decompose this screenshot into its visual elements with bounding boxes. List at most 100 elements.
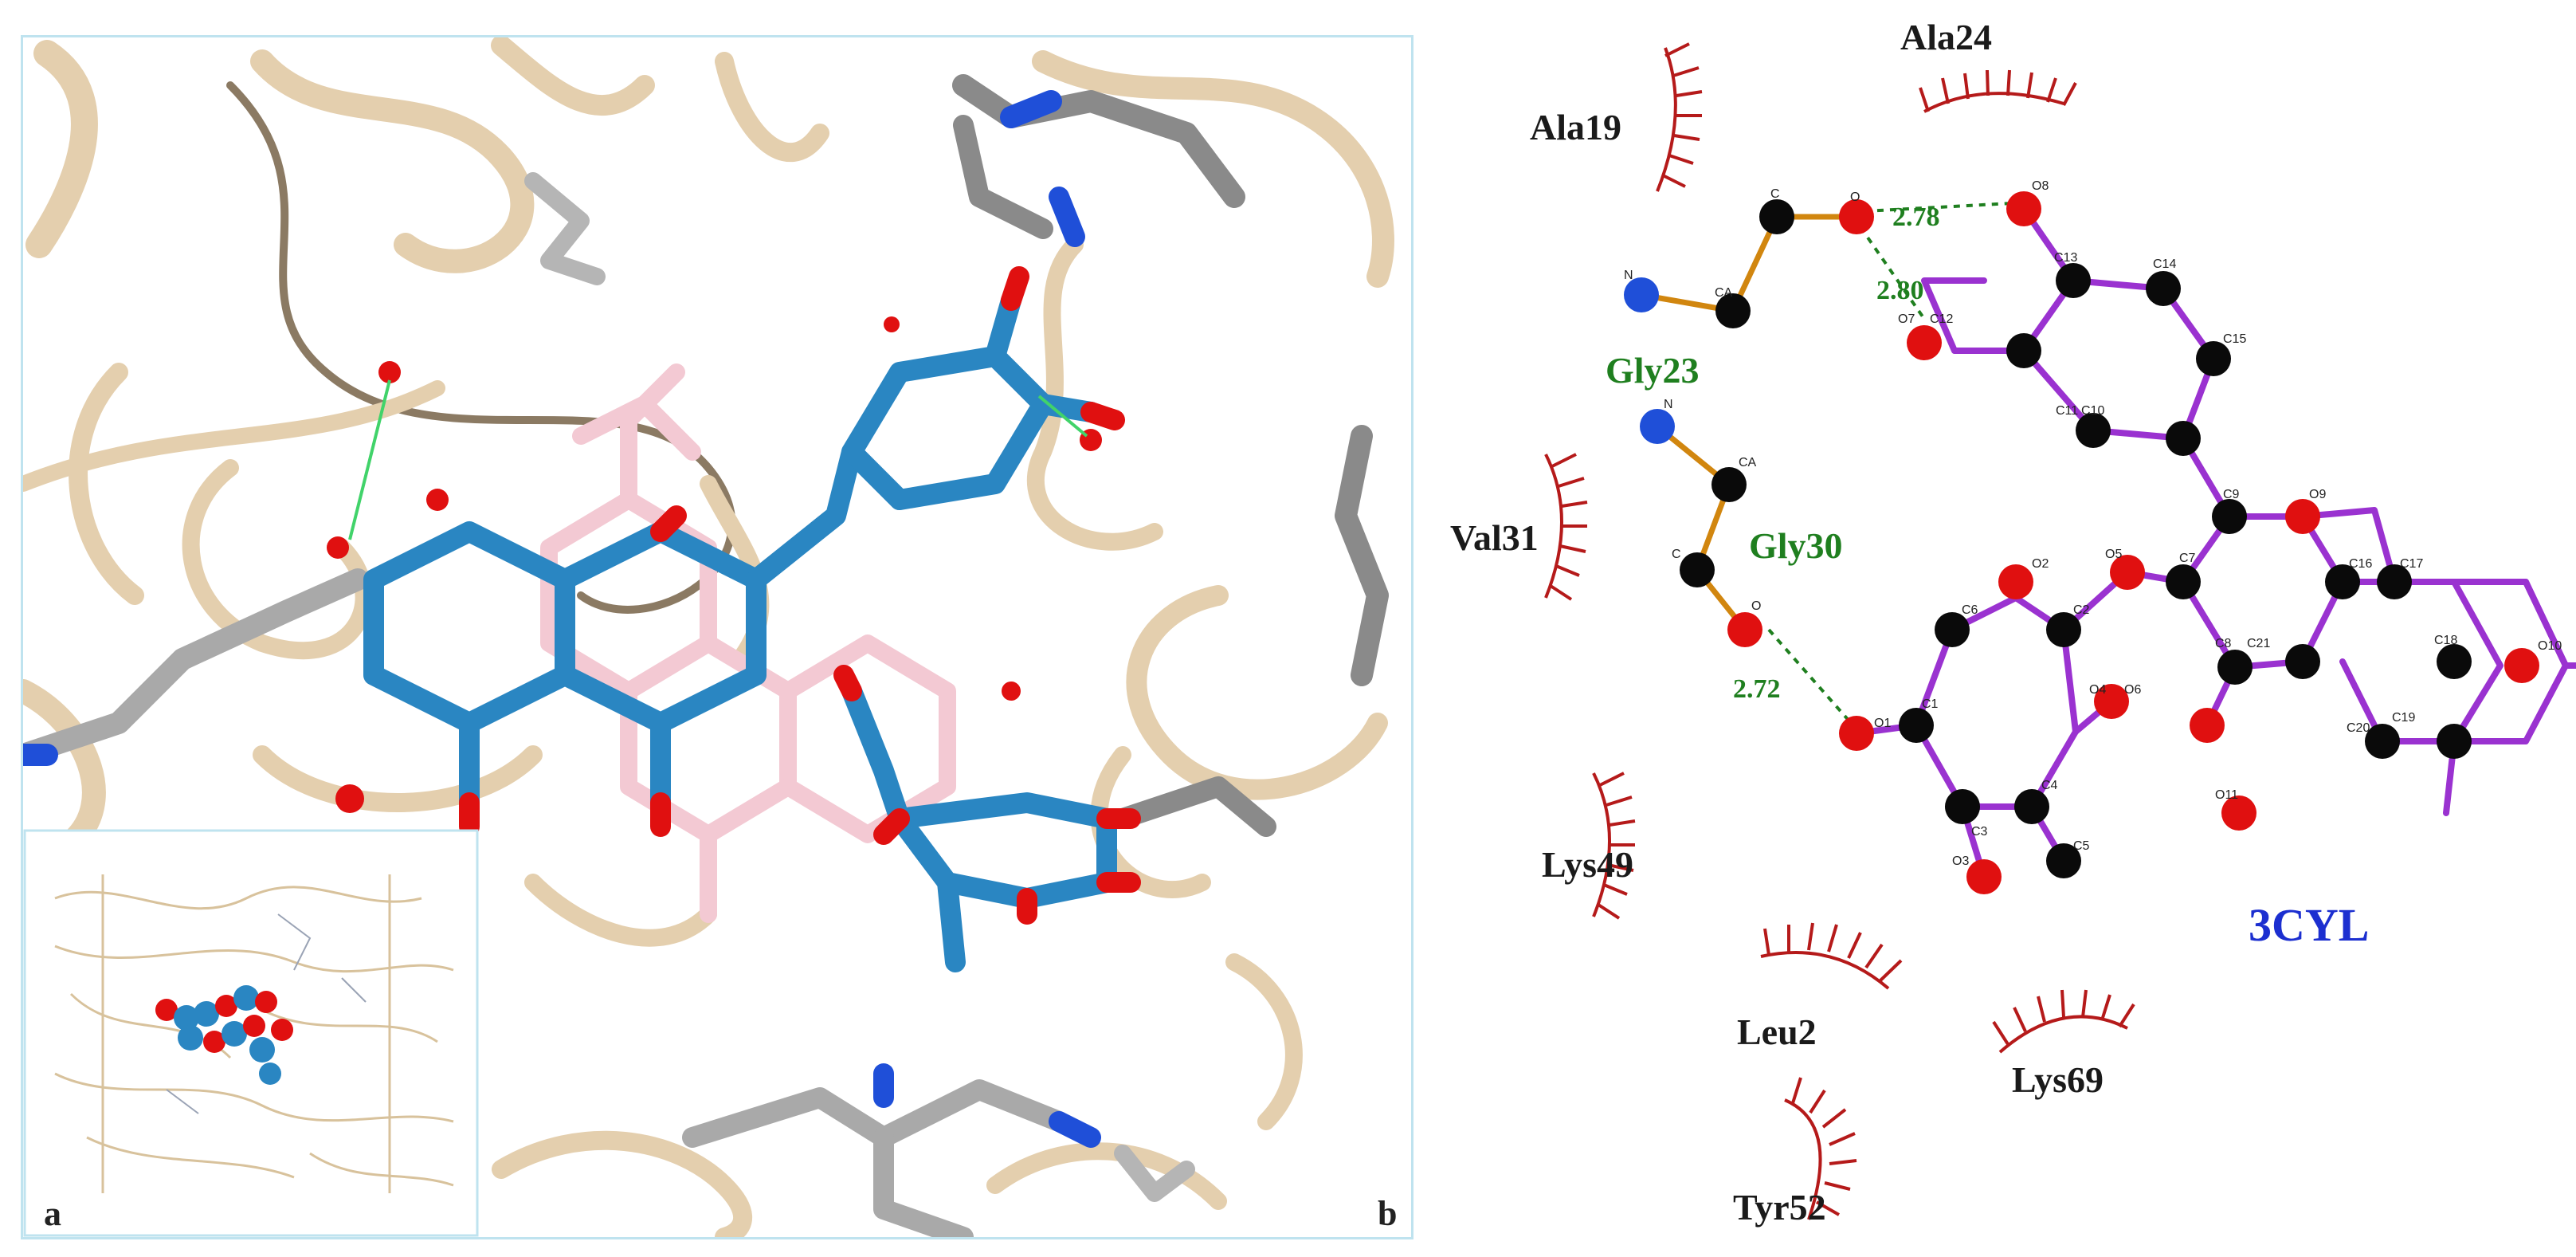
inset-overview bbox=[23, 829, 479, 1237]
atom-label-ca-2: CA bbox=[1739, 456, 1757, 469]
atoms bbox=[1624, 191, 2539, 894]
atom-label-c12: C12 bbox=[1930, 312, 1953, 326]
hydrophobic-arc-leu2 bbox=[1760, 922, 1903, 990]
hbond-distance-2: 2.80 bbox=[1876, 276, 1924, 305]
water-molecules bbox=[327, 316, 1102, 813]
atom-c16 bbox=[2325, 564, 2360, 599]
atom-label-c17: C17 bbox=[2400, 557, 2423, 571]
atom-c19 bbox=[2437, 724, 2472, 759]
atom-n-gly30 bbox=[1640, 409, 1675, 444]
hydrophobic-arc-val31 bbox=[1544, 453, 1588, 601]
atom-label-c16: C16 bbox=[2349, 557, 2372, 571]
residue-label-gly30: Gly30 bbox=[1749, 525, 1843, 566]
atom-c7 bbox=[2166, 564, 2201, 599]
atom-c13 bbox=[2056, 263, 2091, 298]
atom-o2 bbox=[1998, 564, 2033, 599]
hbond-distance-1: 2.78 bbox=[1892, 202, 1940, 232]
atom-c10 bbox=[2166, 421, 2201, 456]
atom-label-c6: C6 bbox=[1962, 603, 1978, 617]
residue-sticks bbox=[23, 74, 1389, 1237]
atom-o9 bbox=[2285, 499, 2320, 534]
residue-label-gly23: Gly23 bbox=[1606, 350, 1700, 391]
atom-label-c3: C3 bbox=[1971, 825, 1988, 839]
atom-c4 bbox=[2014, 789, 2049, 824]
atom-label-o1: O1 bbox=[1874, 717, 1891, 730]
ligand-name-label: 3CYL bbox=[2249, 899, 2369, 951]
atom-label-c10: C10 bbox=[2081, 404, 2104, 418]
atom-c21 bbox=[2285, 644, 2320, 679]
atom-label-c1: C1 bbox=[1922, 697, 1939, 711]
atom-label-c9: C9 bbox=[2223, 488, 2240, 501]
hydrophobic-residue-labels: Ala24 Ala19 Val31 Lys49 Leu2 Lys69 Tyr52 bbox=[1450, 17, 2104, 1228]
atom-o7 bbox=[1907, 325, 1942, 360]
atom-label-n-1: N bbox=[1624, 269, 1633, 282]
atom-o1 bbox=[1839, 716, 1874, 751]
docking-3d-panel: a b bbox=[21, 35, 1413, 1239]
atom-c9 bbox=[2212, 499, 2247, 534]
atom-label-o-1: O bbox=[1850, 191, 1860, 204]
residue-label-leu2: Leu2 bbox=[1737, 1011, 1817, 1052]
atom-c2 bbox=[2046, 612, 2081, 647]
atom-o8 bbox=[2006, 191, 2041, 226]
hydrophobic-arcs bbox=[1544, 42, 2135, 1220]
atom-o10 bbox=[2504, 648, 2539, 683]
atom-c3 bbox=[1945, 789, 1980, 824]
hbond-lines bbox=[348, 379, 1088, 540]
hbond-residue-bonds bbox=[1638, 214, 1860, 633]
ligplot-diagram: Ala24 Ala19 Val31 Lys49 Leu2 Lys69 Tyr52 bbox=[1450, 17, 2576, 1228]
residue-label-val31: Val31 bbox=[1450, 517, 1539, 558]
atom-label-o5: O5 bbox=[2105, 548, 2122, 561]
interaction-2d-panel: Ala24 Ala19 Val31 Lys49 Leu2 Lys69 Tyr52 bbox=[1426, 0, 2576, 1257]
hydrophobic-arc-lys49 bbox=[1592, 772, 1636, 920]
atom-label-c7: C7 bbox=[2179, 552, 2196, 565]
atom-o4 bbox=[2094, 684, 2129, 719]
residue-label-ala24: Ala24 bbox=[1900, 17, 1992, 57]
hydrophobic-arc-ala24 bbox=[1919, 69, 2077, 113]
hydrophobic-arc-lys69 bbox=[1992, 989, 2135, 1054]
atom-o-gly23 bbox=[1839, 199, 1874, 234]
atom-label-n-2: N bbox=[1664, 398, 1673, 411]
atom-label-c11: C11 bbox=[2056, 404, 2078, 418]
inset-ligand-spheres bbox=[155, 985, 293, 1085]
residue-nitrogens bbox=[23, 90, 1101, 1148]
hbond-dashes bbox=[1767, 202, 2013, 731]
atom-c20 bbox=[2365, 724, 2400, 759]
atom-c17 bbox=[2377, 564, 2412, 599]
atom-label-c5: C5 bbox=[2073, 839, 2090, 853]
ligand-oxygen-tips bbox=[459, 266, 1141, 925]
atom-o6 bbox=[2190, 708, 2225, 743]
atom-o3 bbox=[1966, 859, 2002, 894]
atom-label-c21: C21 bbox=[2247, 637, 2270, 650]
atom-o11 bbox=[2221, 795, 2256, 831]
atom-c15 bbox=[2196, 341, 2231, 376]
atom-c-gly30 bbox=[1680, 552, 1715, 587]
atom-label-c8: C8 bbox=[2215, 637, 2232, 650]
atom-label-o7: O7 bbox=[1898, 312, 1915, 326]
atom-c1 bbox=[1899, 708, 1934, 743]
atom-label-o-2: O bbox=[1751, 599, 1761, 613]
atom-c11 bbox=[2076, 413, 2111, 448]
hbond-distance-3: 2.72 bbox=[1733, 674, 1781, 704]
atom-c-gly23 bbox=[1759, 199, 1794, 234]
residue-label-lys49: Lys49 bbox=[1542, 844, 1633, 885]
atom-c5 bbox=[2046, 843, 2081, 878]
atom-c8 bbox=[2217, 650, 2253, 685]
atom-label-o10: O10 bbox=[2538, 639, 2562, 653]
residue-label-lys69: Lys69 bbox=[2012, 1059, 2104, 1100]
atom-n-gly23 bbox=[1624, 277, 1659, 312]
atom-c18 bbox=[2437, 644, 2472, 679]
atom-label-ca-1: CA bbox=[1715, 286, 1733, 300]
atom-ca-gly30 bbox=[1711, 467, 1747, 502]
atom-label-o4: O4 bbox=[2089, 683, 2106, 697]
panel-label-b: b bbox=[1378, 1194, 1397, 1233]
atom-label-c14: C14 bbox=[2153, 257, 2176, 271]
atom-label-o9: O9 bbox=[2309, 488, 2326, 501]
atom-label-c19: C19 bbox=[2392, 711, 2415, 725]
panel-label-a: a bbox=[44, 1194, 61, 1233]
atom-label-o2: O2 bbox=[2032, 557, 2049, 571]
atom-ca-gly23 bbox=[1715, 293, 1751, 328]
atom-label-o6: O6 bbox=[2124, 683, 2141, 697]
atom-label-o11: O11 bbox=[2215, 788, 2238, 802]
hbond-distance-labels: 2.78 2.80 2.72 bbox=[1733, 202, 1940, 704]
atom-c6 bbox=[1935, 612, 1970, 647]
